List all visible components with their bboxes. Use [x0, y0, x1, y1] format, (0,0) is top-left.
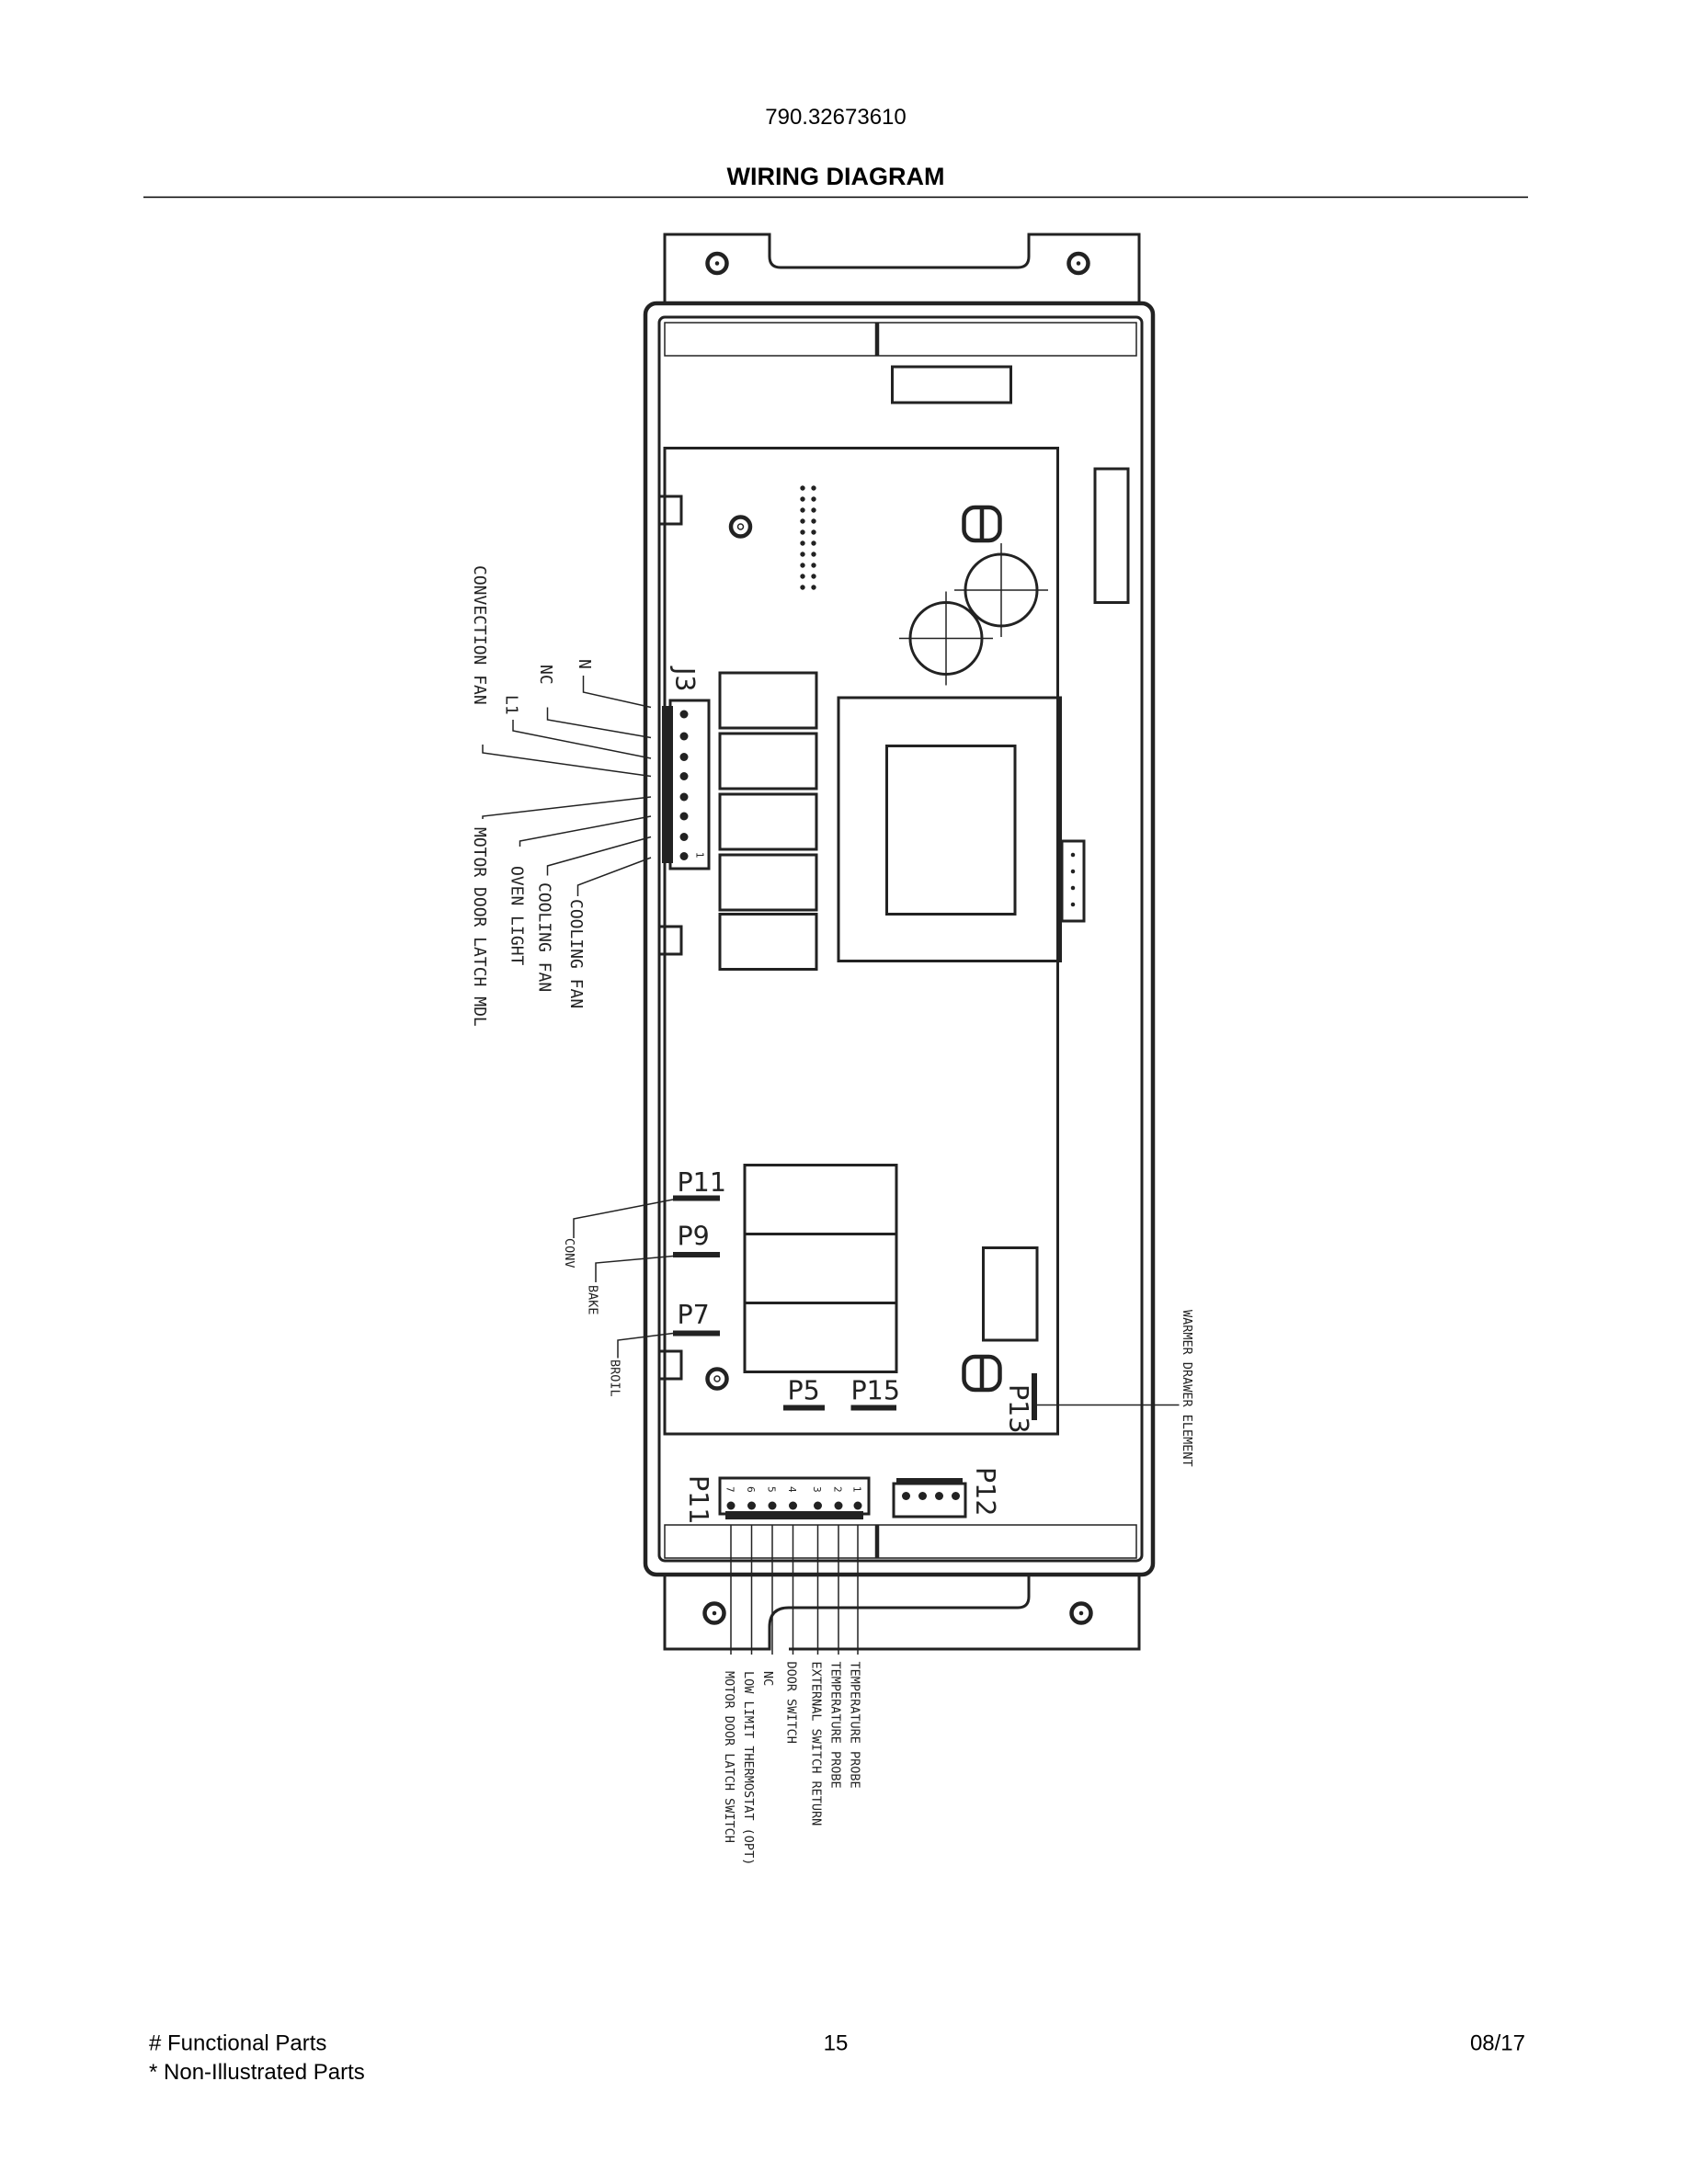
- p11-pin-5: 5: [766, 1486, 777, 1493]
- warmer-drawer-element-label: WARMER DRAWER ELEMENT: [1180, 1310, 1194, 1467]
- choke-icon: [962, 1354, 1002, 1393]
- top-mounting-bracket: [663, 233, 1141, 303]
- p5-label: P5: [788, 1376, 820, 1406]
- bottom-mounting-bracket: [663, 1573, 1141, 1651]
- top-strip: [664, 322, 1137, 357]
- mount-hole-icon: [705, 1367, 729, 1391]
- p9-label: P9: [678, 1222, 710, 1252]
- screw-hole-icon: [1069, 1601, 1093, 1625]
- p11-label-nc: NC: [760, 1671, 775, 1686]
- p11-bottom-label: P11: [683, 1475, 713, 1524]
- j3-label-oven-light: OVEN LIGHT: [507, 866, 526, 966]
- page-number: 15: [824, 2031, 849, 2056]
- p11-label-external-switch-return: EXTERNAL SWITCH RETURN: [809, 1662, 824, 1826]
- side-tabs: [659, 495, 683, 1381]
- bottom-strip: [664, 1524, 1137, 1559]
- p9-terminal: [673, 1252, 720, 1257]
- p11-label-temperature-probe-2: TEMPERATURE PROBE: [828, 1662, 843, 1789]
- control-housing: [643, 301, 1156, 1577]
- p11-pin-4: 4: [786, 1486, 797, 1493]
- screw-hole-icon: [705, 251, 729, 276]
- control-board: [663, 447, 1059, 1436]
- p11-pin-7: 7: [724, 1486, 736, 1493]
- j3-label-n: N: [575, 659, 594, 669]
- p13-terminal: [1032, 1373, 1037, 1420]
- p13-label: P13: [1003, 1384, 1033, 1433]
- j3-label-cooling-fan-1: COOLING FAN: [534, 882, 553, 992]
- p7-label: P7: [678, 1300, 710, 1330]
- j3-pin1-label: 1: [694, 852, 705, 859]
- p11-pin-2: 2: [832, 1486, 843, 1493]
- p11-terminal: [673, 1195, 720, 1201]
- p12-connector: [892, 1478, 967, 1519]
- p11-label-temperature-probe-1: TEMPERATURE PROBE: [848, 1662, 862, 1789]
- relay-bank: [718, 671, 818, 971]
- top-slot: [891, 365, 1012, 404]
- j3-label-convection-fan: CONVECTION FAN: [470, 565, 489, 705]
- p11-pin-3: 3: [811, 1486, 822, 1493]
- page-title: WIRING DIAGRAM: [727, 163, 945, 190]
- p11-leader-lines: [730, 1525, 859, 1655]
- p5-terminal: [783, 1405, 825, 1411]
- p11-bottom-connector: [718, 1476, 871, 1519]
- housing-inner-wall: [657, 315, 1144, 1563]
- legend-non-illustrated-parts: * Non-Illustrated Parts: [149, 2060, 365, 2085]
- screw-hole-icon: [1066, 251, 1090, 276]
- p11-top-label: P11: [678, 1167, 726, 1198]
- p11-label-door-switch: DOOR SWITCH: [784, 1662, 799, 1744]
- j3-label: J3: [669, 665, 700, 692]
- p7-terminal: [673, 1330, 720, 1337]
- p11-pin-6: 6: [745, 1486, 756, 1493]
- model-number: 790.32673610: [765, 105, 906, 130]
- capacitor-icon: [954, 543, 1048, 637]
- relay-leader-lines: [573, 1199, 674, 1359]
- p11-label-low-limit-thermostat: LOW LIMIT THERMOSTAT (OPT): [741, 1671, 756, 1865]
- legend-functional-parts: # Functional Parts: [149, 2031, 326, 2056]
- bake-label: BAKE: [586, 1285, 600, 1315]
- j3-label-motor-door-latch: MOTOR DOOR LATCH MDL: [470, 827, 489, 1027]
- conv-label: CONV: [562, 1238, 576, 1268]
- mount-hole-icon: [728, 515, 753, 539]
- p15-label: P15: [851, 1376, 900, 1406]
- display-window: [885, 745, 1017, 916]
- p11-label-motor-door-latch-switch: MOTOR DOOR LATCH SWITCH: [722, 1671, 736, 1843]
- broil-label: BROIL: [608, 1359, 622, 1397]
- pin-header-grid: [800, 485, 816, 590]
- p12-label: P12: [970, 1467, 1000, 1516]
- revision-date: 08/17: [1470, 2031, 1525, 2056]
- j3-label-nc: NC: [536, 665, 555, 685]
- capacitor-icon: [899, 591, 993, 686]
- j3-leader-lines: [482, 676, 652, 896]
- p11-pin-1: 1: [851, 1486, 862, 1493]
- p15-terminal: [850, 1405, 896, 1411]
- choke-icon: [962, 505, 1002, 543]
- side-component: [1093, 467, 1130, 604]
- board-component: [982, 1246, 1039, 1342]
- j3-label-l1: L1: [502, 695, 521, 715]
- j3-label-cooling-fan-2: COOLING FAN: [566, 899, 586, 1008]
- screw-hole-icon: [702, 1601, 726, 1625]
- transformer: [837, 696, 1062, 962]
- side-connector: [1060, 839, 1086, 923]
- power-relays: [743, 1164, 898, 1373]
- j3-connector: [662, 699, 711, 870]
